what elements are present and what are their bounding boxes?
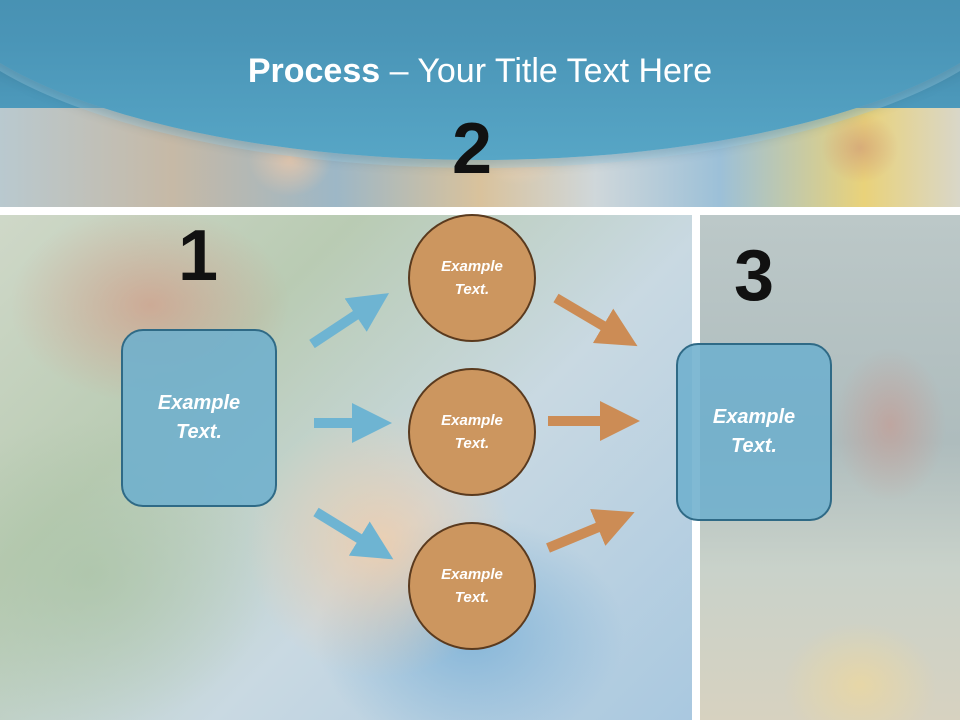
arrow-blue-up xyxy=(309,293,390,349)
circle-bottom-text: Example Text. xyxy=(441,566,503,606)
step-number-1: 1 xyxy=(177,216,219,296)
result-box-text: Example Text. xyxy=(712,406,796,457)
header-divider xyxy=(0,207,960,215)
title-rest: – Your Title Text Here xyxy=(380,52,713,90)
step-number-2: 2 xyxy=(451,109,493,189)
arrow-blue-down xyxy=(313,507,394,560)
arrow-orange-down xyxy=(553,293,638,347)
result-box[interactable]: Example Text. xyxy=(676,343,832,521)
title-bold: Process xyxy=(247,52,381,90)
step-number-3: 3 xyxy=(733,236,775,316)
circle-top-text: Example Text. xyxy=(441,258,503,298)
slide-title: Process – Your Title Text Here xyxy=(0,52,960,91)
header-banner: Process – Your Title Text Here xyxy=(0,0,960,208)
start-box-text: Example Text. xyxy=(157,392,241,443)
process-circle-bottom[interactable]: Example Text. xyxy=(408,522,536,650)
process-circle-middle[interactable]: Example Text. xyxy=(408,368,536,496)
process-circle-top[interactable]: Example Text. xyxy=(408,214,536,342)
circle-middle-text: Example Text. xyxy=(441,412,503,452)
arrow-orange-up xyxy=(546,508,635,553)
start-box[interactable]: Example Text. xyxy=(121,329,277,507)
